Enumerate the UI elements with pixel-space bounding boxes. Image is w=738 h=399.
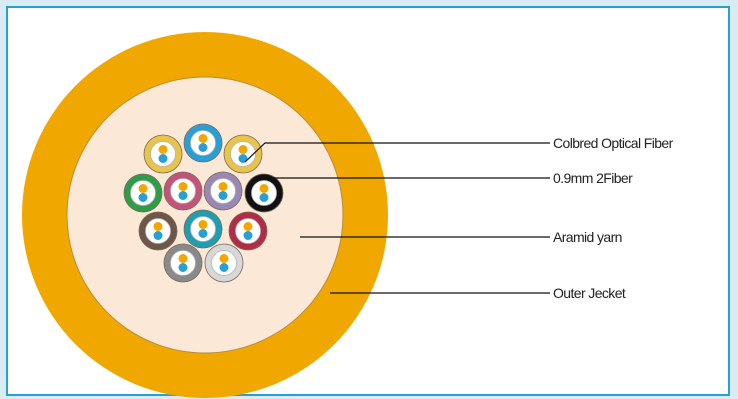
fiber-core-blue	[138, 193, 148, 202]
fiber-subunit-3	[223, 134, 263, 174]
fiber-subunit-10	[228, 211, 268, 251]
fiber-subunit-5	[163, 171, 203, 211]
fiber-core-blue	[259, 193, 269, 202]
fiber-core-blue	[218, 191, 228, 200]
fiber-core-yellow	[138, 184, 148, 193]
fiber-core-blue	[198, 229, 208, 238]
fiber-core-blue	[178, 263, 188, 272]
fiber-subunit-9	[183, 209, 223, 249]
fiber-core-yellow	[158, 145, 168, 154]
fiber-core-yellow	[218, 182, 228, 191]
fiber-core-blue	[158, 154, 168, 163]
label-colored-fiber: Colbred Optical Fiber	[553, 135, 674, 151]
fiber-core-blue	[198, 143, 208, 152]
fiber-core-blue	[178, 191, 188, 200]
fiber-core-yellow	[198, 220, 208, 229]
fiber-core-yellow	[259, 184, 269, 193]
fiber-subunit-4	[123, 173, 163, 213]
fiber-subunit-6	[203, 171, 243, 211]
fiber-core-blue	[238, 154, 248, 163]
label-aramid-yarn: Aramid yarn	[553, 229, 622, 245]
fiber-core-blue	[243, 231, 253, 240]
fiber-subunit-2	[183, 123, 223, 163]
fiber-core-yellow	[238, 145, 248, 154]
fiber-subunit-11	[163, 243, 203, 283]
fiber-core-yellow	[178, 254, 188, 263]
fiber-subunit-8	[138, 211, 178, 251]
subunit-group	[123, 123, 284, 283]
fiber-core-yellow	[153, 222, 163, 231]
fiber-subunit-7	[244, 173, 284, 213]
leader-line-colored-fiber	[244, 142, 550, 163]
fiber-core-yellow	[178, 182, 188, 191]
fiber-subunit-12	[204, 243, 244, 283]
fiber-subunit-1	[143, 134, 183, 174]
fiber-core-yellow	[219, 254, 229, 263]
fiber-core-yellow	[243, 222, 253, 231]
fiber-core-blue	[153, 231, 163, 240]
fiber-core-blue	[219, 263, 229, 272]
label-tight-fiber: 0.9mm 2Fiber	[553, 170, 633, 186]
label-outer-jacket: Outer Jecket	[553, 285, 626, 301]
fiber-core-yellow	[198, 134, 208, 143]
